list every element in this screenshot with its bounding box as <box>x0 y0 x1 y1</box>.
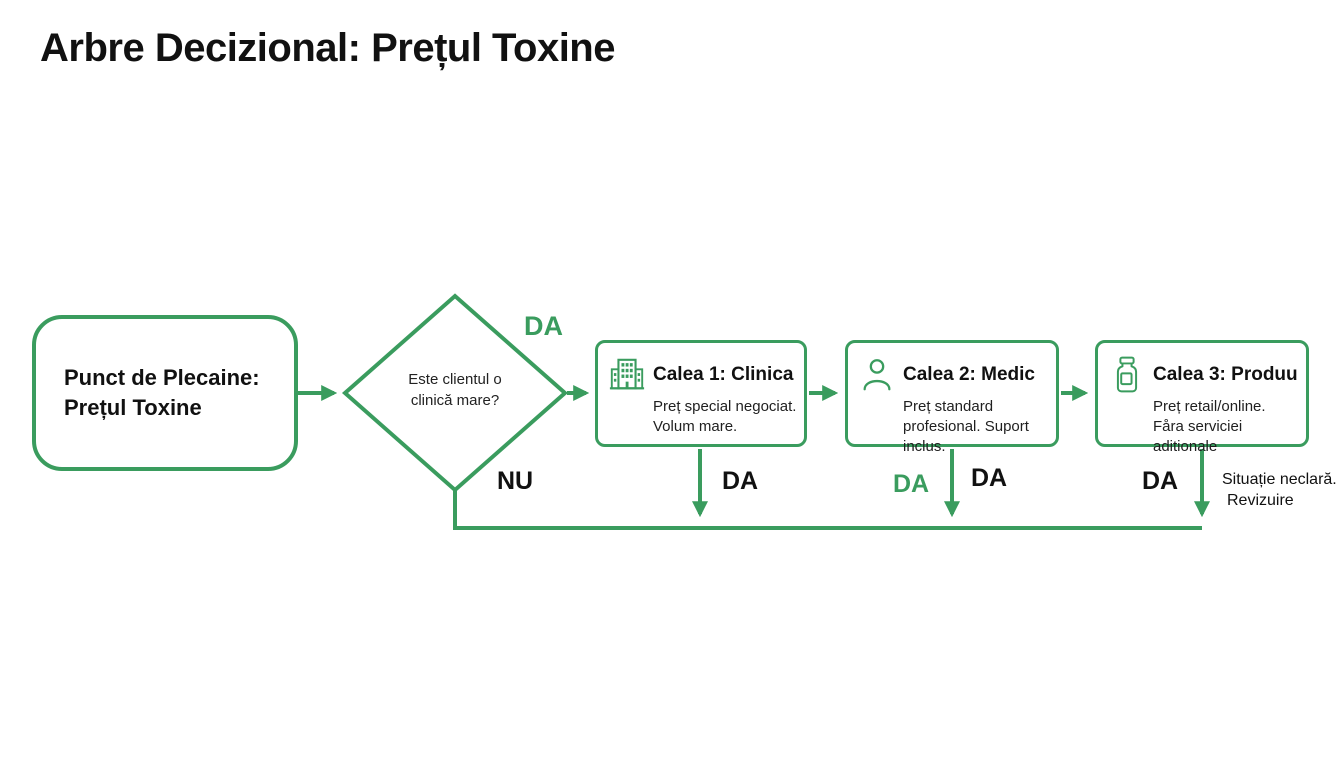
decision-question-line1: Este clientul o <box>408 371 502 388</box>
path-title: Calea 3: Produu <box>1153 364 1298 385</box>
label-no: NU <box>497 467 534 495</box>
path-description: Preț standard profesional. Suport inclus… <box>903 398 1029 455</box>
fallback-note-line2: Revizuire <box>1227 492 1294 509</box>
start-node: Punct de Plecaine: Prețul Toxine <box>32 315 298 471</box>
label-yes-top: DA <box>524 311 563 341</box>
person-icon <box>858 356 896 394</box>
connector-no-branch <box>453 489 1202 530</box>
label-yes-path3: DA <box>1142 467 1179 495</box>
path-description: Preț retail/online. Fåra serviciei aditi… <box>1153 398 1266 455</box>
building-icon <box>608 356 646 394</box>
fallback-note-line1: Situație neclară. <box>1222 471 1337 488</box>
path-box-medic: Calea 2: Medic Preț standard profesional… <box>845 340 1059 455</box>
label-yes-path1: DA <box>722 467 759 495</box>
start-node-line1: Punct de Plecaine: <box>64 365 260 390</box>
decision-diamond <box>341 293 569 493</box>
path-title: Calea 1: Clinica <box>653 364 794 385</box>
path-title: Calea 2: Medic <box>903 364 1035 385</box>
fallback-note: Situație neclară. Revizuire <box>1222 469 1337 511</box>
start-node-line2: Prețul Toxine <box>64 395 202 420</box>
decision-question-line2: clinică mare? <box>410 392 500 409</box>
decision-question: Este clientul o clinică mare? <box>375 369 535 411</box>
path-description: Preț special negociat. Volum mare. <box>653 398 797 435</box>
label-yes-path2-green: DA <box>893 470 930 498</box>
path-box-product: Calea 3: Produu Preț retail/online. Fåra… <box>1095 340 1309 455</box>
vial-icon <box>1108 356 1146 394</box>
path-box-clinic: Calea 1: Clinica Preț special negociat. … <box>595 340 807 447</box>
page-title: Arbre Decizional: Prețul Toxine <box>40 26 616 70</box>
label-yes-path2: DA <box>971 464 1008 492</box>
